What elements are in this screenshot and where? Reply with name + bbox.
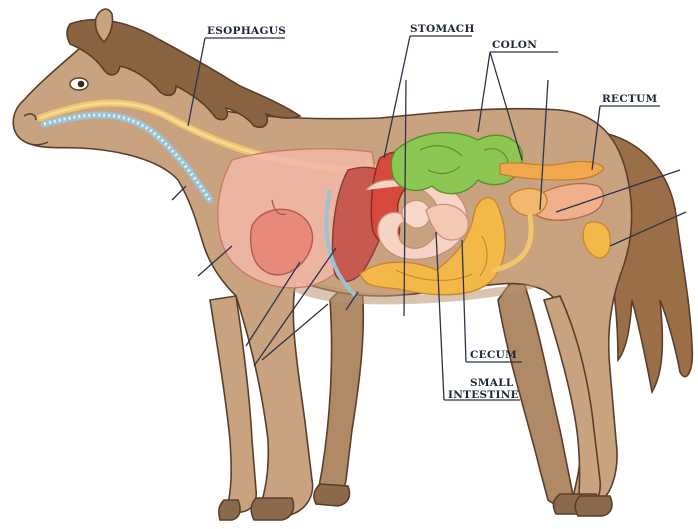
label-small-intestine-line2: INTESTINE [448, 389, 519, 401]
label-stomach: STOMACH [410, 23, 475, 35]
label-rectum: RECTUM [602, 93, 658, 105]
label-small-intestine-line1: SMALL [470, 377, 514, 389]
label-colon: COLON [492, 39, 537, 51]
label-esophagus: ESOPHAGUS [207, 25, 286, 37]
label-cecum: CECUM [470, 349, 517, 361]
